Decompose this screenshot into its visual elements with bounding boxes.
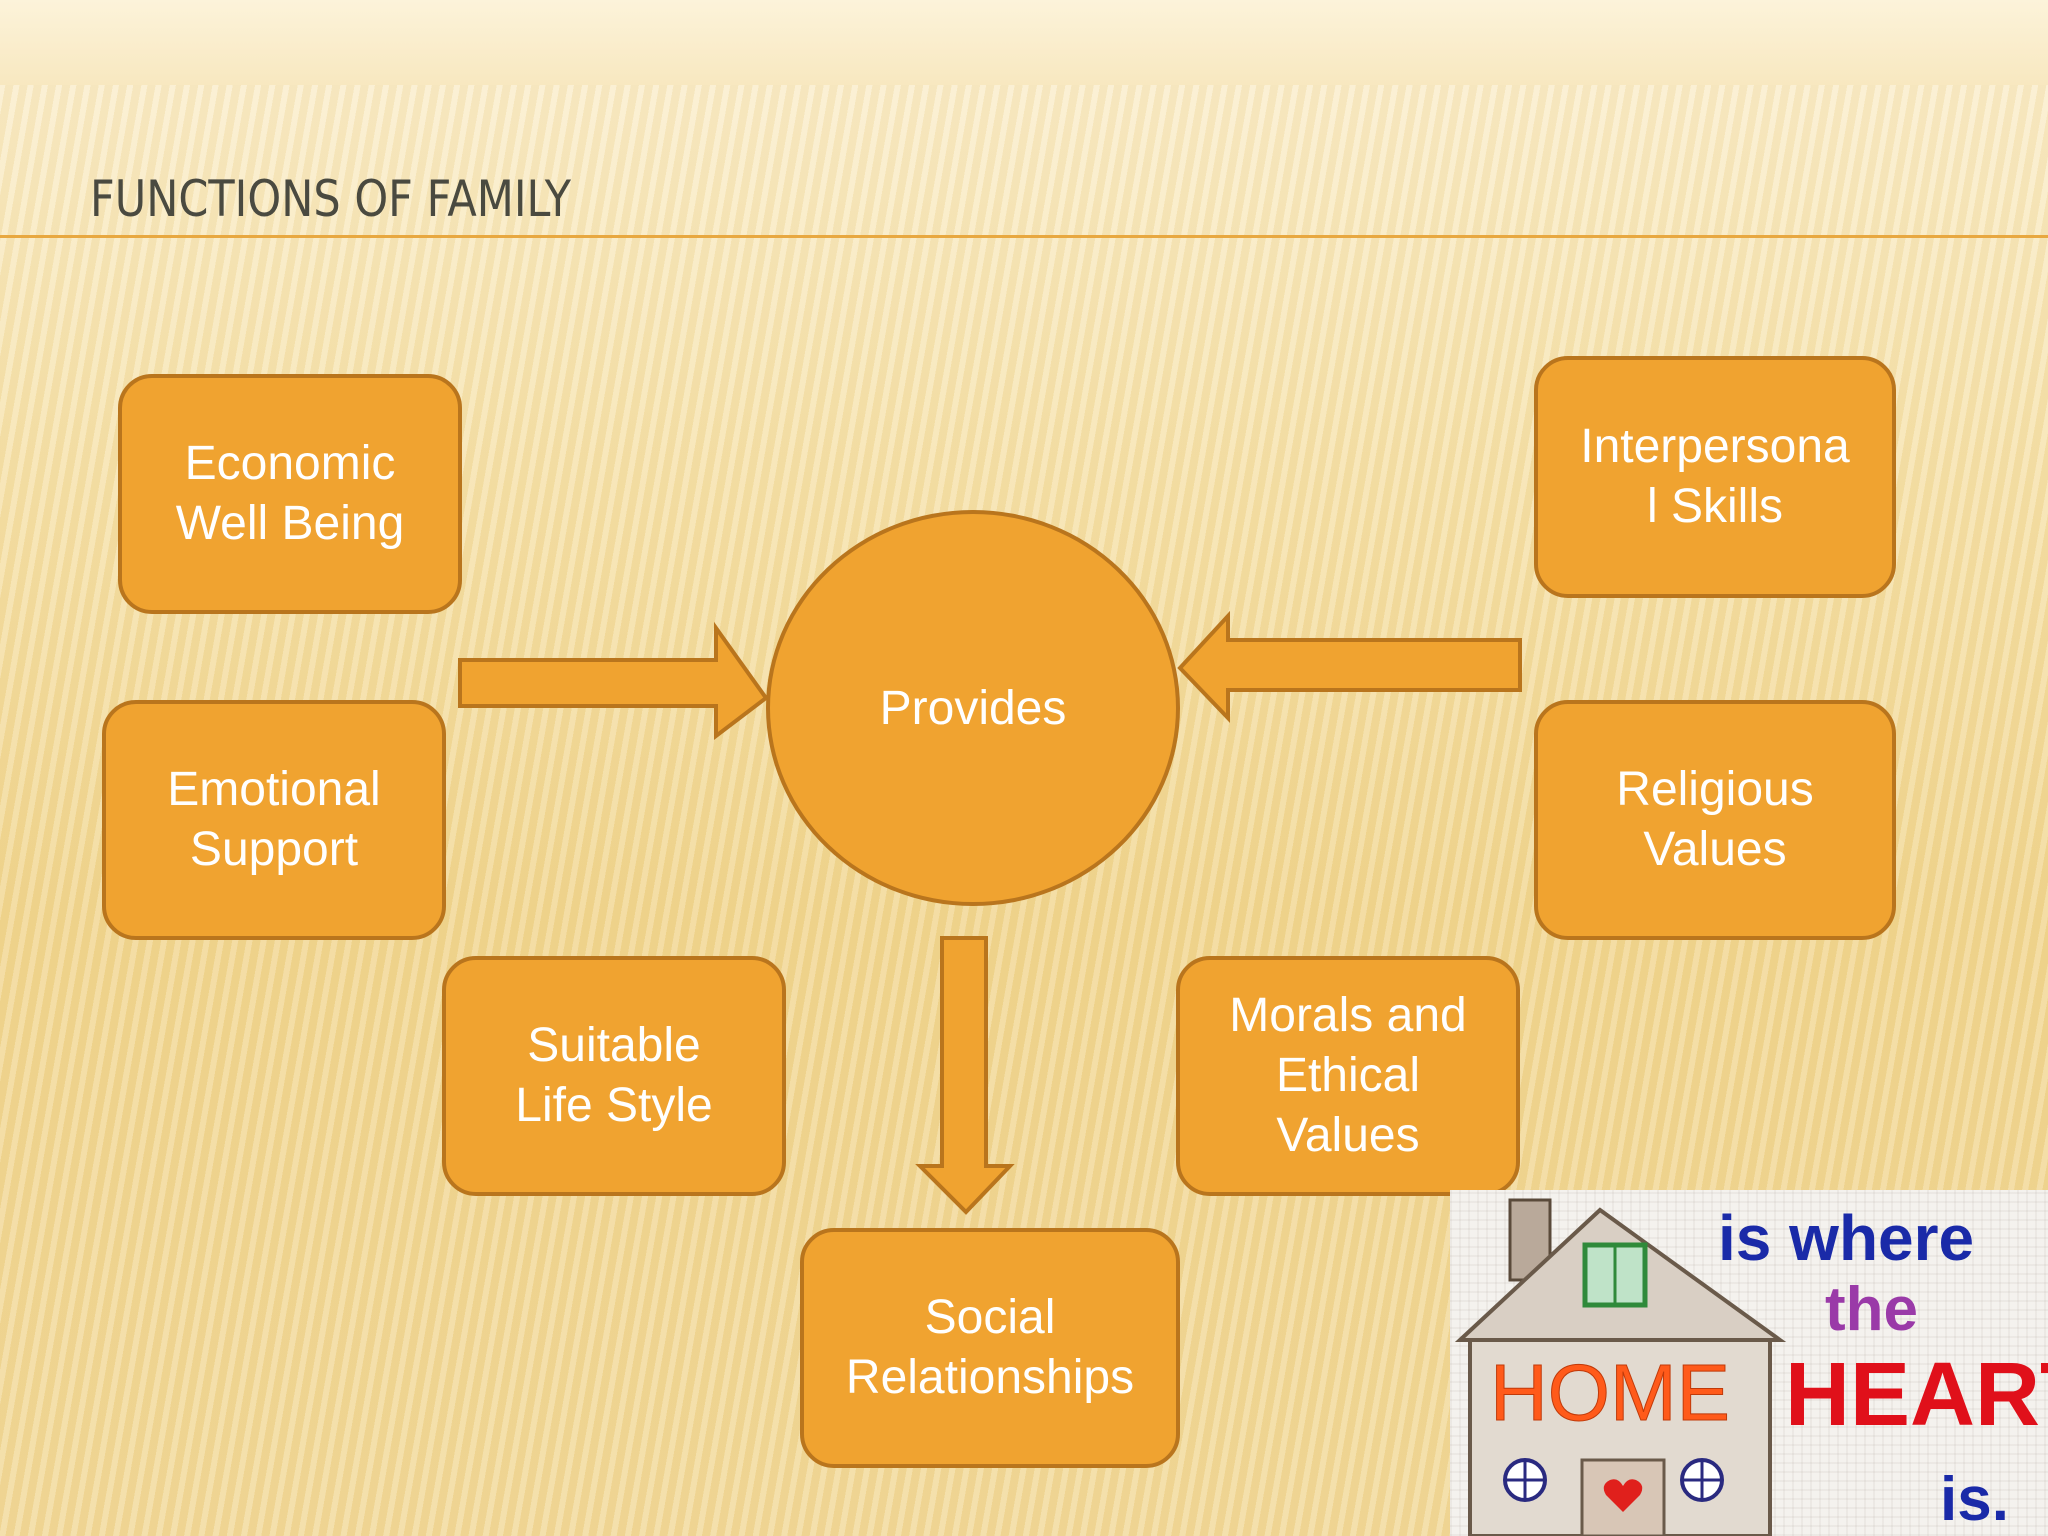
box-lifestyle-label: Suitable Life Style [515, 1019, 713, 1132]
heart-icon [1603, 1479, 1643, 1512]
home-heart-drawing: HOME is where the HEART is. [1450, 1190, 2048, 1536]
title-underline [0, 235, 2048, 238]
box-emotional-label: Emotional Support [167, 763, 381, 876]
slide-title: FUNCTIONS OF FAMILY [90, 170, 572, 228]
box-emotional-support: Emotional Support [102, 700, 446, 940]
arrow-left [1177, 610, 1522, 723]
box-morals-label: Morals and Ethical Values [1229, 989, 1467, 1162]
slogan-line-3: HEART [1785, 1345, 2048, 1445]
box-social-label: Social Relationships [845, 1291, 1135, 1404]
slogan-line-4: is. [1940, 1465, 2009, 1534]
box-social-relationships: Social Relationships [800, 1228, 1180, 1468]
box-economic-well-being: Economic Well Being [118, 374, 462, 614]
box-religious-label: Religious Values [1616, 763, 1814, 876]
box-morals-ethical-values: Morals and Ethical Values [1176, 956, 1520, 1196]
center-label: Provides [879, 681, 1067, 735]
house-drawing: HOME is where the HEART is. [1454, 1198, 2048, 1536]
arrow-right [458, 621, 769, 741]
slogan-line-2: the [1825, 1275, 1918, 1344]
box-religious-values: Religious Values [1534, 700, 1896, 940]
slogan-line-1: is where [1718, 1202, 1974, 1274]
house-text: HOME [1490, 1348, 1730, 1437]
box-suitable-life-style: Suitable Life Style [442, 956, 786, 1196]
box-interpersonal-skills: Interpersona l Skills [1534, 356, 1896, 598]
box-economic-label: Economic Well Being [175, 437, 405, 550]
center-provides-circle: Provides [766, 510, 1180, 906]
arrow-down [915, 936, 1015, 1215]
box-interpersonal-label: Interpersona l Skills [1580, 420, 1850, 533]
slide-top-band [0, 0, 2048, 85]
